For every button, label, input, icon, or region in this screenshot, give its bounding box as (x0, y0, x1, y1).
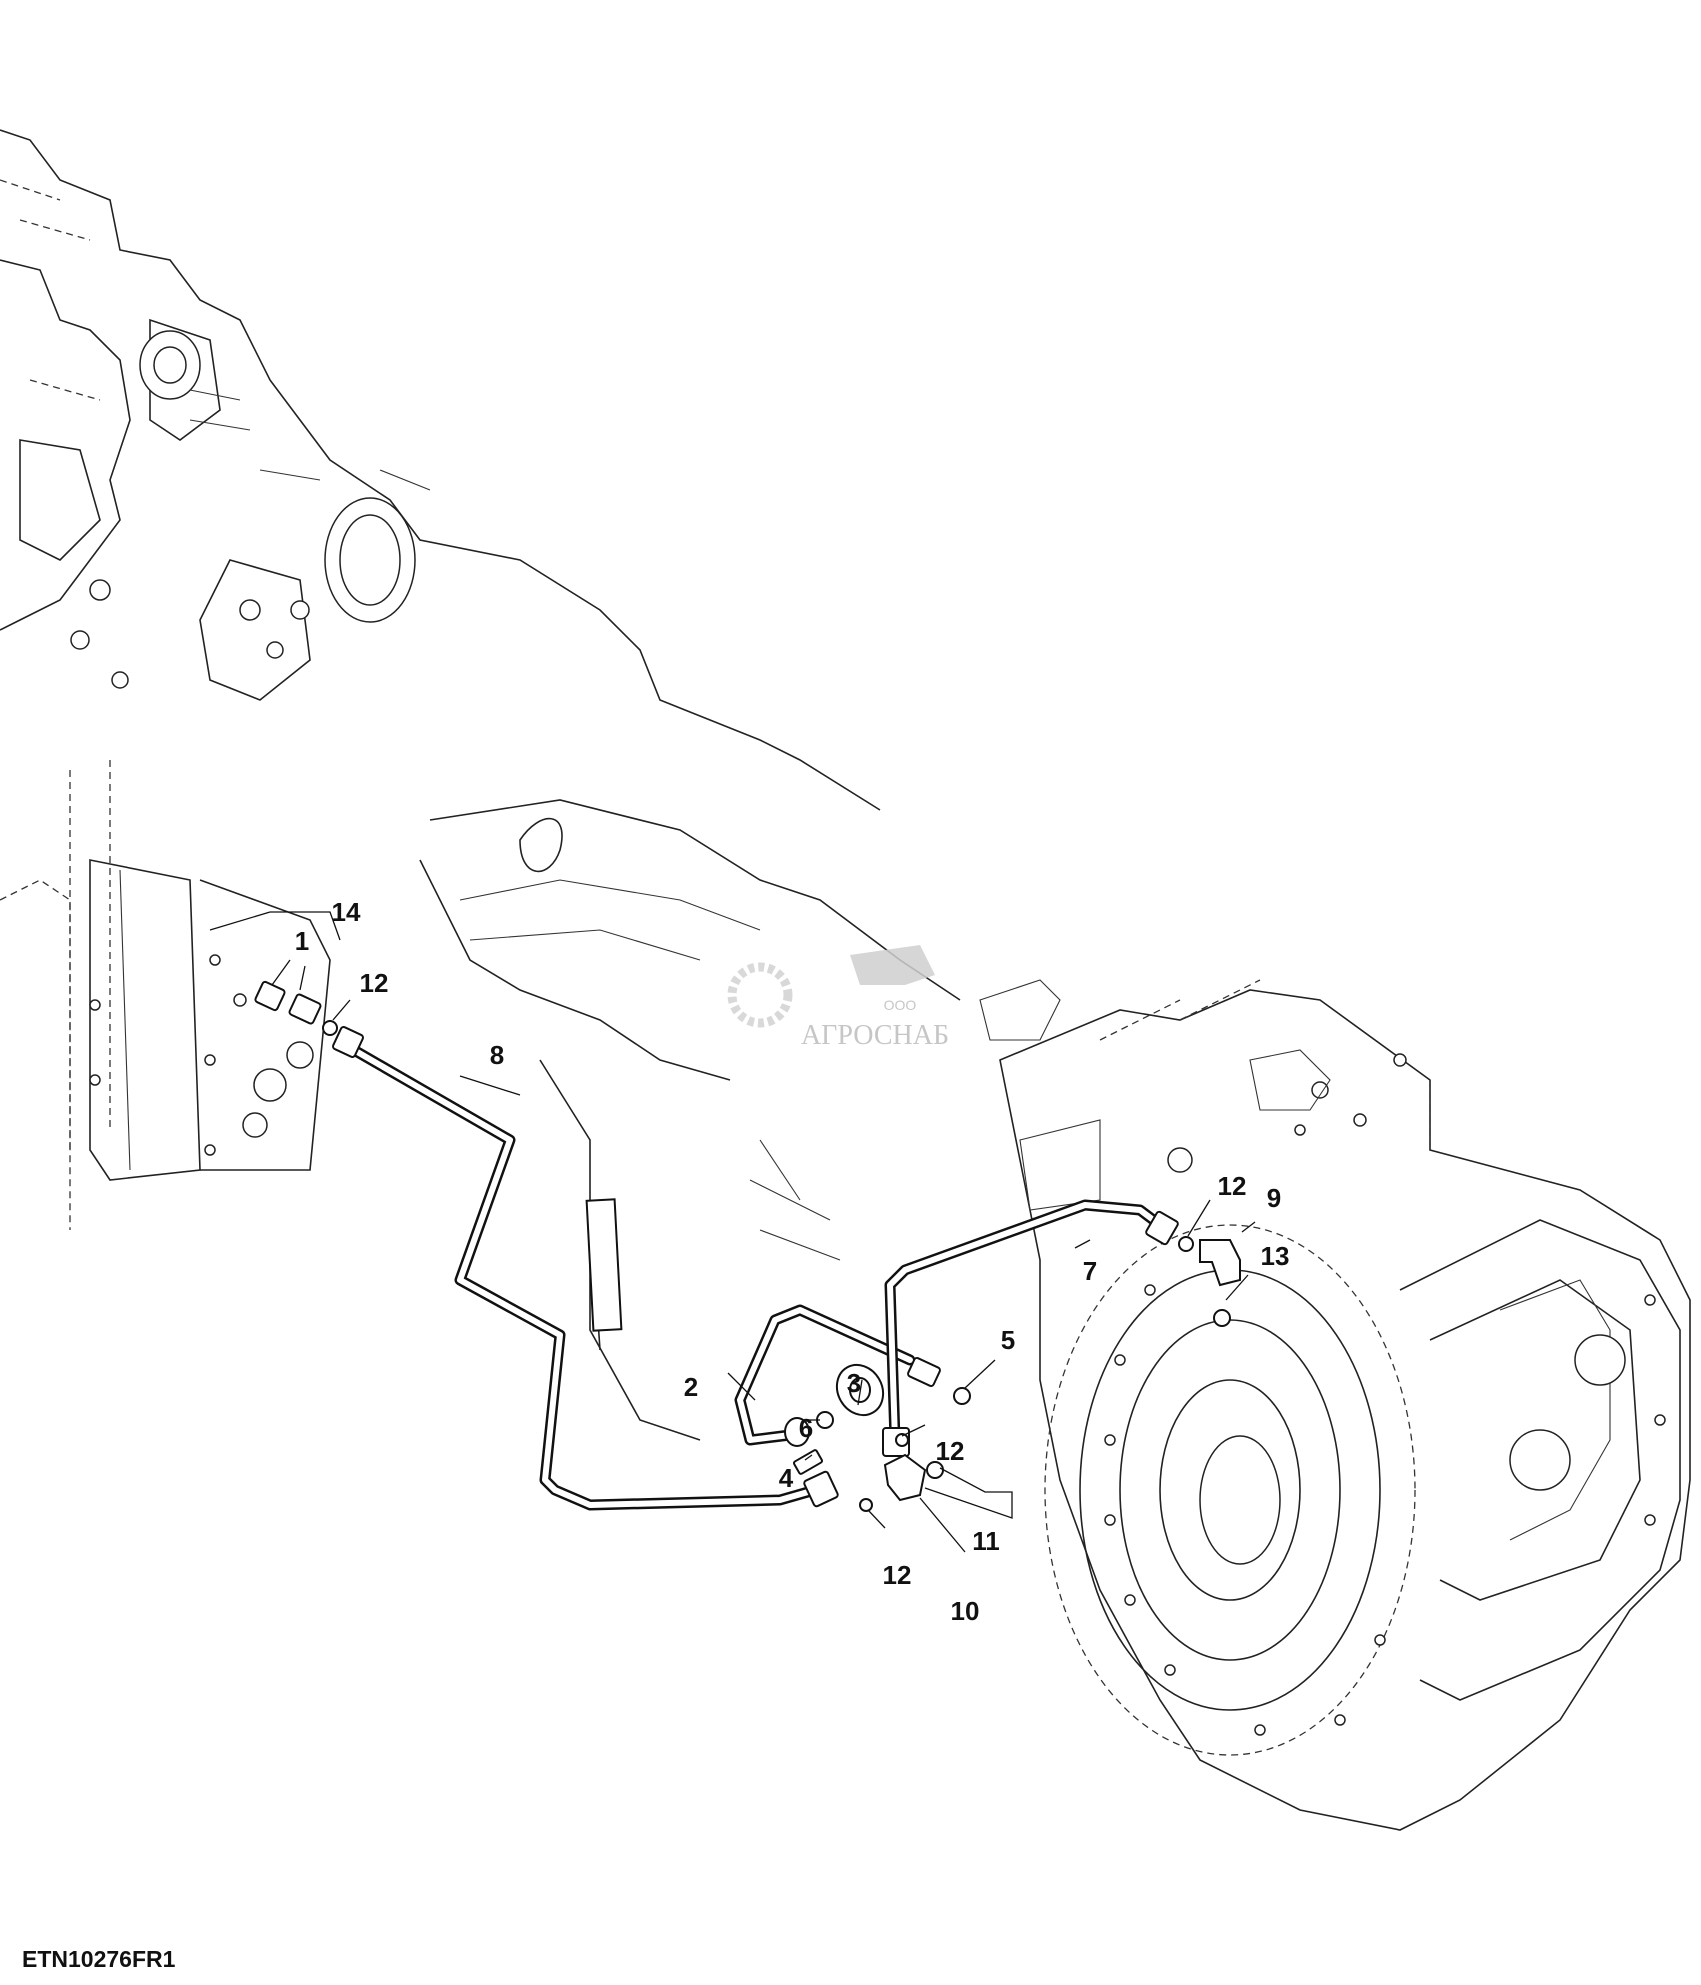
tee-10 (883, 1453, 927, 1502)
nut-pipe-7-top (1145, 1210, 1179, 1246)
o-ring-12-a (322, 1020, 338, 1036)
hydraulic-pipes (341, 1040, 1166, 1511)
fittings (254, 980, 1241, 1512)
callout-6: 6 (799, 1413, 813, 1443)
watermark-logo: ООО АГРОСНАБ (727, 945, 949, 1051)
watermark-large-text: АГРОСНАБ (801, 1020, 949, 1051)
callout-10: 10 (951, 1596, 980, 1626)
callout-3: 3 (847, 1368, 861, 1398)
gear-icon (727, 962, 793, 1028)
callout-12: 12 (936, 1436, 965, 1466)
callout-11: 11 (972, 1526, 1000, 1556)
callout-7: 7 (1083, 1256, 1097, 1286)
callout-12: 12 (883, 1560, 912, 1590)
watermark-small-text: ООО (884, 997, 917, 1013)
callout-4: 4 (779, 1463, 794, 1493)
o-ring-12-d (859, 1498, 873, 1512)
diagram-reference-code: ETN10276FR1 (22, 1946, 176, 1972)
callout-9: 9 (1267, 1183, 1281, 1213)
transmission-housing (0, 129, 1691, 1831)
pipe-2-port-fitting (907, 1357, 941, 1387)
pipe-7 (884, 1199, 1166, 1446)
fitting-1 (254, 980, 286, 1012)
o-ring-12-c (895, 1433, 909, 1447)
o-ring-5 (953, 1387, 971, 1405)
callout-labels: 14 1 12 8 12 9 13 7 5 6 3 12 2 4 11 12 1… (295, 897, 1290, 1626)
bolt-6 (792, 1449, 824, 1475)
leader-lines (209, 911, 1256, 1553)
callout-1: 1 (295, 926, 309, 956)
nut-pipe-8-bottom (803, 1470, 839, 1508)
elbow-9 (1199, 1239, 1241, 1287)
callout-2: 2 (684, 1372, 698, 1402)
pipe-2-end (784, 1417, 810, 1447)
tractor-icon (850, 945, 935, 985)
nut-pipe-8-top (332, 1026, 364, 1058)
fitting-14 (288, 993, 322, 1025)
callout-5: 5 (1001, 1325, 1015, 1355)
callout-12: 12 (360, 968, 389, 998)
seal-13 (1213, 1309, 1231, 1327)
callout-8: 8 (490, 1040, 504, 1070)
callout-13: 13 (1261, 1241, 1290, 1271)
callout-12: 12 (1218, 1171, 1247, 1201)
o-ring-12-b (1178, 1236, 1194, 1252)
callout-14: 14 (332, 897, 361, 927)
